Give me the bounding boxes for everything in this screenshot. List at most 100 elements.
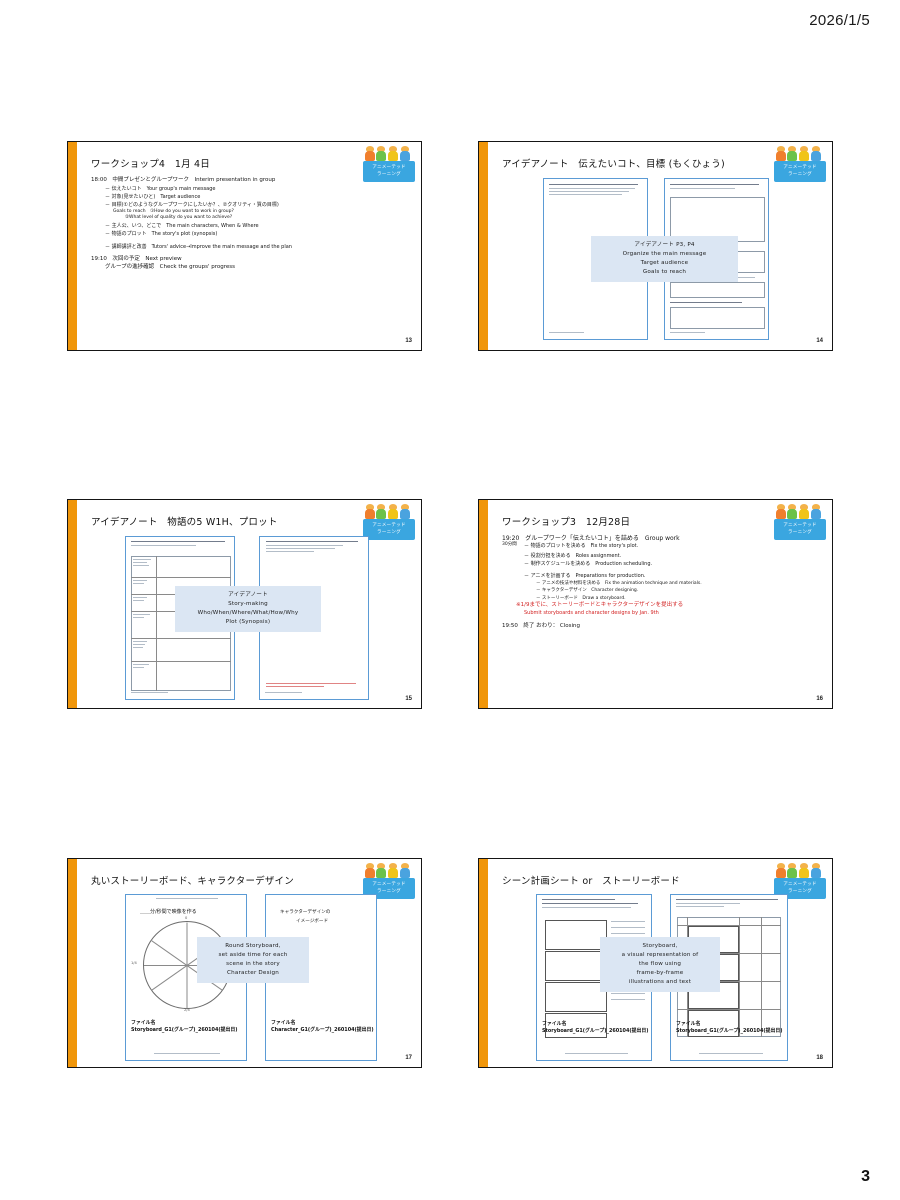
body-line: － アニメを計画する Preparations for production. <box>524 572 646 579</box>
slide-title: 丸いストーリーボード、キャラクターデザイン <box>91 876 294 887</box>
logo-line2: ラーニング <box>788 172 812 177</box>
scene-frame <box>545 920 607 950</box>
body-line: － 伝えたいコト Your group's main message <box>105 185 216 192</box>
callout-line: Character Design <box>227 970 279 976</box>
body-line: － 対象(見せたいひと) Target audience <box>105 193 201 200</box>
caption-filename: Character_G1(グループ)_260104(提出日) <box>271 1027 374 1033</box>
animated-learning-logo: アニメーテッド ラーニング <box>363 146 415 182</box>
callout-line: Storyboard, <box>642 943 678 949</box>
scene-frame <box>545 1013 607 1038</box>
scene-frame <box>545 982 607 1012</box>
slide-grid: アニメーテッド ラーニング ワークショップ4 1月 4日 18:00 中間プレゼ… <box>67 141 833 1076</box>
caption-label: ファイル名 <box>676 1021 701 1027</box>
slide-number: 17 <box>405 1055 412 1061</box>
caption-filename: Storyboard_G1(グループ)_260104(提出日) <box>131 1027 238 1033</box>
caption-label: ファイル名 <box>271 1020 296 1026</box>
page-number: 3 <box>861 1168 870 1185</box>
slide-13[interactable]: アニメーテッド ラーニング ワークショップ4 1月 4日 18:00 中間プレゼ… <box>67 141 422 351</box>
wheel-label-quarter: 1/4 <box>131 961 137 965</box>
animated-learning-logo: アニメーテッド ラーニング <box>363 863 415 899</box>
slide-number: 13 <box>405 338 412 344</box>
file-name-caption-left: ファイル名 Storyboard_G1(グループ)_260104(提出日) <box>542 1021 649 1035</box>
slide-title: ワークショップ3 12月28日 <box>502 517 631 528</box>
people-icon <box>365 863 413 879</box>
body-line-duration: 30分間 <box>502 542 517 547</box>
slide-number: 14 <box>816 338 823 344</box>
callout-line: Who/When/Where/What/How/Why <box>197 610 299 616</box>
slide-title: ワークショップ4 1月 4日 <box>91 159 210 170</box>
logo-line1: アニメーテッド <box>372 165 406 170</box>
slide-title: アイデアノート 伝えたいコト、目標 (もくひょう) <box>502 159 725 170</box>
people-icon <box>776 146 824 162</box>
body-line: Goals to reach ①How do you want to work … <box>113 208 234 214</box>
body-line: グループの進捗確認 Check the groups' progress <box>105 264 235 270</box>
logo-line2: ラーニング <box>377 530 401 535</box>
body-line: 18:00 中間プレゼンとグループワーク Interim presentatio… <box>91 177 276 183</box>
logo-badge: アニメーテッド ラーニング <box>774 878 826 899</box>
body-line: ②What level of quality do you want to ac… <box>125 215 233 220</box>
logo-line1: アニメーテッド <box>372 523 406 528</box>
slide-title: アイデアノート 物語の5 W1H、プロット <box>91 517 278 528</box>
body-line-warning: ※1/9までに、ストーリーボードとキャラクターデザインを提出する <box>516 602 684 608</box>
logo-line1: アニメーテッド <box>783 165 817 170</box>
caption-filename: Storyboard_G1(グループ)_260104(提出日) <box>676 1028 783 1034</box>
body-line: － 物語のプロット The story's plot (synopsis) <box>105 230 218 237</box>
page-date: 2026/1/5 <box>809 12 870 29</box>
caption-filename: Storyboard_G1(グループ)_260104(提出日) <box>542 1028 649 1034</box>
body-line: － 制作スケジュールを決める Production scheduling. <box>524 560 653 567</box>
body-line: 19:20 グループワーク「伝えたいコト」を詰める Group work <box>502 535 680 542</box>
body-line-warning-en: Submit storyboards and character designs… <box>524 609 659 616</box>
callout-line: the flow using <box>638 961 682 967</box>
slide-15[interactable]: アニメーテッド ラーニング アイデアノート 物語の5 W1H、プロット <box>67 499 422 709</box>
callout-line: illustrations and text <box>628 979 692 985</box>
slide-accent-bar <box>479 859 488 1067</box>
body-line: － 講師講評と改善 Tutors' advice→Improve the mai… <box>105 243 292 250</box>
callout-storyboard: Storyboard, a visual representation of t… <box>600 937 720 992</box>
logo-line1: アニメーテッド <box>372 882 406 887</box>
slide-17[interactable]: アニメーテッド ラーニング 丸いストーリーボード、キャラクターデザイン ＿＿分/… <box>67 858 422 1068</box>
logo-line1: アニメーテッド <box>783 882 817 887</box>
logo-badge: アニメーテッド ラーニング <box>774 161 826 182</box>
people-icon <box>365 504 413 520</box>
slide-title: シーン計画シート or ストーリーボード <box>502 876 680 887</box>
character-board-note-line2: イメージボード <box>296 919 329 924</box>
slide-accent-bar <box>68 142 77 350</box>
storyboard-frame <box>688 1010 739 1037</box>
callout-line: a visual representation of <box>621 952 699 958</box>
scene-frame <box>545 951 607 981</box>
slide-16[interactable]: アニメーテッド ラーニング ワークショップ3 12月28日 19:20 グループ… <box>478 499 833 709</box>
logo-badge: アニメーテッド ラーニング <box>363 878 415 899</box>
animated-learning-logo: アニメーテッド ラーニング <box>774 146 826 182</box>
slide-14[interactable]: アニメーテッド ラーニング アイデアノート 伝えたいコト、目標 (もくひょう) <box>478 141 833 351</box>
animated-learning-logo: アニメーテッド ラーニング <box>774 504 826 540</box>
people-icon <box>776 863 824 879</box>
logo-badge: アニメーテッド ラーニング <box>363 161 415 182</box>
logo-line1: アニメーテッド <box>783 523 817 528</box>
animated-learning-logo: アニメーテッド ラーニング <box>774 863 826 899</box>
slide-body: 18:00 中間プレゼンとグループワーク Interim presentatio… <box>91 177 413 271</box>
body-line: 19:10 次回の予定 Next preview <box>91 255 182 262</box>
callout-line: scene in the story <box>226 961 280 967</box>
people-icon <box>776 504 824 520</box>
slide-accent-bar <box>479 142 488 350</box>
body-line: － 主人公、いつ、どこで The main characters, When &… <box>105 222 259 229</box>
callout-line: frame-by-frame <box>636 970 684 976</box>
people-icon <box>365 146 413 162</box>
logo-badge: アニメーテッド ラーニング <box>774 519 826 540</box>
duration-note: ＿＿分/秒間で映像を作る <box>140 909 197 915</box>
logo-line2: ラーニング <box>377 889 401 894</box>
file-name-caption-right: ファイル名 Character_G1(グループ)_260104(提出日) <box>271 1020 374 1034</box>
slide-number: 15 <box>405 696 412 702</box>
callout-line: Organize the main message <box>622 251 707 257</box>
caption-label: ファイル名 <box>542 1021 567 1027</box>
slide-accent-bar <box>68 859 77 1067</box>
slide-body: 19:20 グループワーク「伝えたいコト」を詰める Group work － 物… <box>502 536 824 629</box>
body-line: － ストーリーボード Draw a storyboard. <box>536 595 626 601</box>
slide-18[interactable]: アニメーテッド ラーニング シーン計画シート or ストーリーボード <box>478 858 833 1068</box>
slide-number: 18 <box>816 1055 823 1061</box>
callout-line: Story-making <box>228 601 268 607</box>
character-board-note-line1: キャラクターデザインの <box>280 910 331 915</box>
logo-line2: ラーニング <box>377 172 401 177</box>
body-line: 19:50 終了 おわり： Closing <box>502 622 580 629</box>
body-line: － キャラクターデザイン Character designing. <box>536 588 639 593</box>
